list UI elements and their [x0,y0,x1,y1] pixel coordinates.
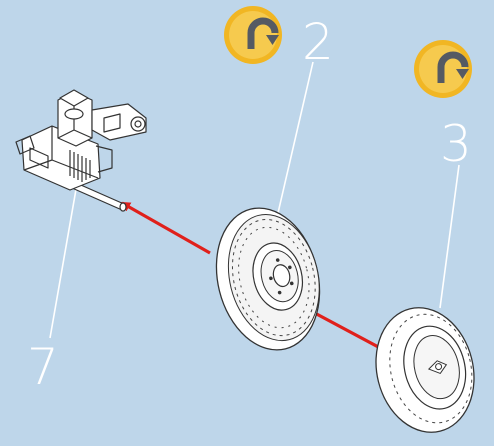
outer-wheel-part [363,297,487,442]
rotate-clockwise-icon [224,6,282,64]
axle-assembly-part [16,90,146,211]
wheel-with-hub-part [202,197,334,361]
callout-line-3 [440,165,459,308]
rotate-clockwise-icon [414,40,472,98]
arrow-to-axle [122,203,210,253]
callout-line-7 [50,178,78,338]
callout-number-2: 2 [302,13,334,71]
callout-line-2 [278,62,313,213]
callout-number-7: 7 [27,338,59,396]
callout-number-3: 3 [440,115,472,173]
